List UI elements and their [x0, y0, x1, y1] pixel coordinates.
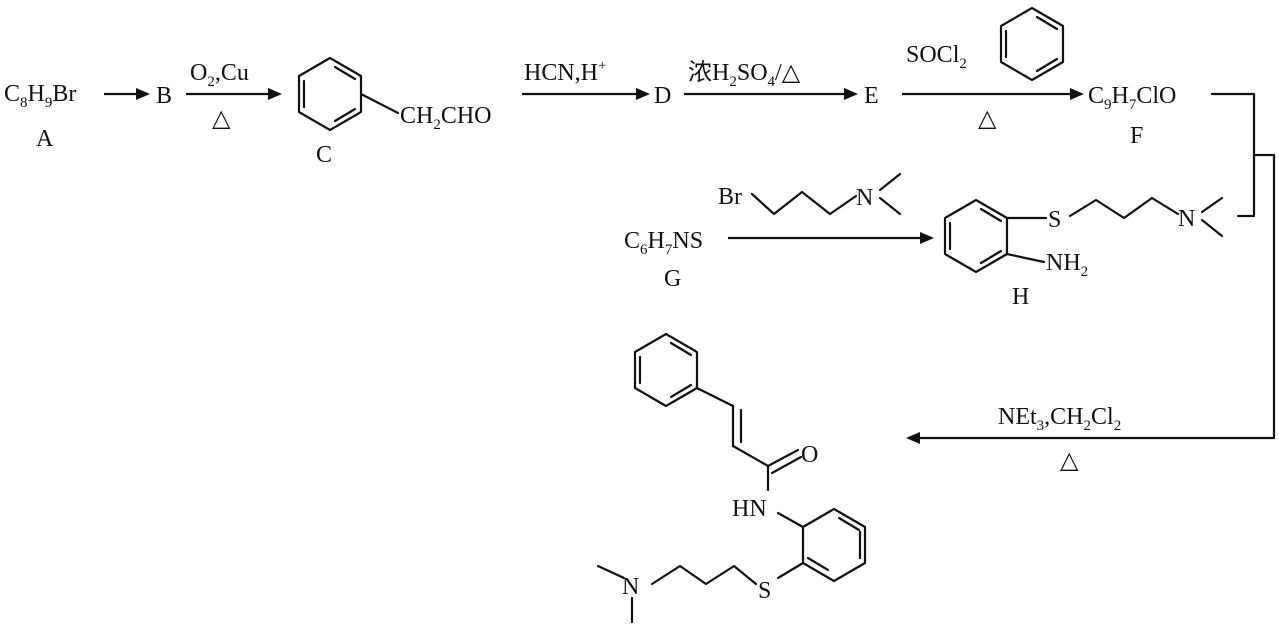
- final-product: O HN S N: [596, 332, 867, 624]
- condition-heat: △: [212, 106, 231, 132]
- arrow-e-to-f: SOCl2 △: [902, 6, 1084, 132]
- benzene-ring-top: [633, 332, 699, 408]
- merge-bracket: [1210, 92, 1276, 440]
- compound-h-label: H: [1012, 284, 1029, 310]
- amine-group-h: NH2: [1046, 250, 1088, 280]
- compound-a-formula: C8H9Br: [4, 81, 76, 111]
- benzene-ring-c: [297, 56, 363, 132]
- arrow-a-to-b: [104, 88, 150, 100]
- compound-a-label: A: [36, 126, 54, 152]
- condition-hcn: HCN,H+: [524, 58, 606, 86]
- dimethylamino-nitrogen: N: [622, 574, 639, 600]
- compound-c-label: C: [316, 142, 332, 168]
- nitrogen-atom: N: [856, 185, 873, 211]
- nitrogen-atom-h: N: [1178, 206, 1195, 232]
- compound-e-label: E: [864, 83, 879, 109]
- thioether-sulfur: S: [758, 578, 771, 604]
- benzene-ring-bottom: [801, 507, 867, 583]
- condition-socl2: SOCl2: [906, 42, 967, 72]
- arrow-g-to-h: [728, 232, 934, 244]
- arrow-b-to-c: O2,Cu △: [186, 60, 282, 132]
- compound-f-label: F: [1130, 123, 1143, 149]
- compound-g: C6H7NS G: [624, 228, 703, 292]
- bromine-atom: Br: [718, 184, 742, 210]
- condition-o2-cu: O2,Cu: [190, 60, 249, 90]
- sulfur-atom-h: S: [1048, 207, 1061, 233]
- benzene-ring-h: [943, 198, 1009, 274]
- arrow-c-to-d: HCN,H+: [522, 58, 650, 100]
- compound-g-formula: C6H7NS: [624, 228, 703, 258]
- compound-a: C8H9Br A: [4, 81, 76, 152]
- reagent-bromopropylamine: Br N: [718, 172, 902, 216]
- compound-f: C9H7ClO F: [1088, 83, 1176, 149]
- compound-c-substituent: CH2CHO: [400, 103, 492, 133]
- arrow-final: NEt3,CH2Cl2 △: [906, 404, 1274, 474]
- arrow-d-to-e: 浓H2SO4/△: [684, 59, 858, 100]
- condition-heat-3: △: [1060, 448, 1079, 474]
- compound-f-formula: C9H7ClO: [1088, 83, 1176, 113]
- carbonyl-oxygen: O: [801, 442, 818, 468]
- condition-net3: NEt3,CH2Cl2: [998, 404, 1121, 434]
- benzene-solvent-icon: [999, 6, 1065, 82]
- compound-d-label: D: [654, 83, 671, 109]
- compound-c: CH2CHO C: [297, 56, 492, 168]
- condition-h2so4: 浓H2SO4/△: [688, 59, 801, 90]
- compound-h: S N NH2 H: [943, 196, 1224, 310]
- compound-b-label: B: [156, 83, 172, 109]
- amide-nh: HN: [732, 496, 767, 522]
- condition-heat-2: △: [978, 106, 997, 132]
- compound-g-label: G: [664, 266, 681, 292]
